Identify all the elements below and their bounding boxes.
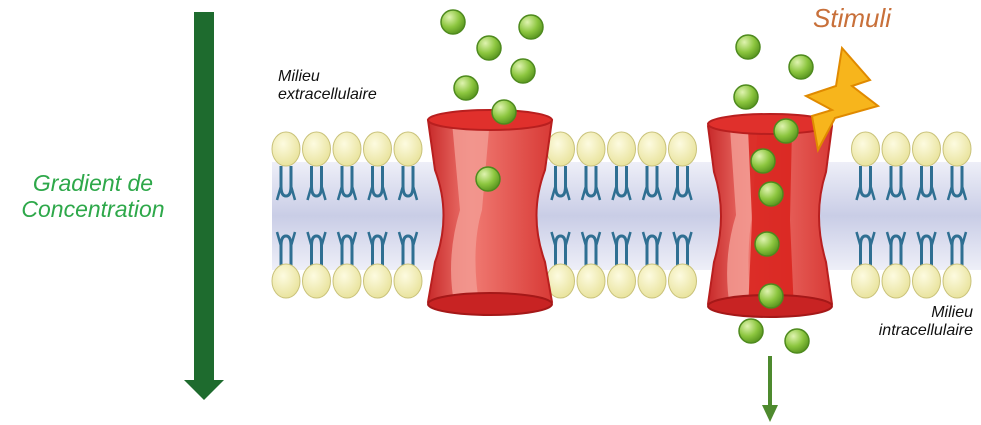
extracellular-label-line1: Milieu xyxy=(278,68,377,86)
ion-particle-icon xyxy=(734,85,758,109)
ion-particle-icon xyxy=(454,76,478,100)
lipid-head xyxy=(638,264,666,298)
gradient-label-line1: Gradient de xyxy=(0,170,186,196)
ion-particle-icon xyxy=(759,284,783,308)
lipid-head xyxy=(333,132,361,166)
ion-particle-icon xyxy=(736,35,760,59)
lipid-head xyxy=(364,264,392,298)
lipid-head xyxy=(303,132,331,166)
lipid-head xyxy=(852,264,880,298)
efflux-arrow xyxy=(762,356,778,422)
extracellular-label: Milieu extracellulaire xyxy=(278,68,377,105)
lipid-head xyxy=(882,132,910,166)
lipid-head xyxy=(638,132,666,166)
lipid-heads-inner xyxy=(272,264,971,298)
lipid-head xyxy=(852,132,880,166)
stimuli-label: Stimuli xyxy=(813,4,891,34)
ion-particle-icon xyxy=(441,10,465,34)
lipid-head xyxy=(394,264,422,298)
ion-particle-icon xyxy=(789,55,813,79)
lipid-head xyxy=(913,264,941,298)
intracellular-label: Milieu intracellulaire xyxy=(879,304,973,341)
ion-particle-icon xyxy=(739,319,763,343)
ion-particle-icon xyxy=(519,15,543,39)
lipid-head xyxy=(394,132,422,166)
ion-particle-icon xyxy=(477,36,501,60)
ion-particle-icon xyxy=(511,59,535,83)
lipid-head xyxy=(943,132,971,166)
lipid-head xyxy=(669,264,697,298)
lipid-head xyxy=(577,132,605,166)
lipid-head xyxy=(333,264,361,298)
gradient-label: Gradient de Concentration xyxy=(0,170,186,223)
extracellular-label-line2: extracellulaire xyxy=(278,86,377,104)
lipid-head xyxy=(913,132,941,166)
intracellular-label-line2: intracellulaire xyxy=(879,322,973,340)
lipid-head xyxy=(608,132,636,166)
lipid-bilayer xyxy=(272,132,981,298)
ion-particle-icon xyxy=(785,329,809,353)
intracellular-label-line1: Milieu xyxy=(879,304,973,322)
ion-particle-icon xyxy=(755,232,779,256)
ion-channel-left xyxy=(428,110,552,315)
ion-particle-icon xyxy=(774,119,798,143)
ion-particle-icon xyxy=(751,149,775,173)
gradient-arrow xyxy=(184,12,224,400)
lipid-head xyxy=(547,132,575,166)
ion-particle-icon xyxy=(476,167,500,191)
lipid-heads-outer xyxy=(272,132,971,166)
lipid-head xyxy=(943,264,971,298)
lipid-head xyxy=(364,132,392,166)
lipid-head xyxy=(882,264,910,298)
ion-particle-icon xyxy=(492,100,516,124)
lipid-head xyxy=(577,264,605,298)
ion-particle-icon xyxy=(759,182,783,206)
lipid-head xyxy=(669,132,697,166)
lipid-head xyxy=(608,264,636,298)
lipid-head xyxy=(272,264,300,298)
gradient-label-line2: Concentration xyxy=(0,196,186,222)
lipid-head xyxy=(303,264,331,298)
lipid-head xyxy=(272,132,300,166)
